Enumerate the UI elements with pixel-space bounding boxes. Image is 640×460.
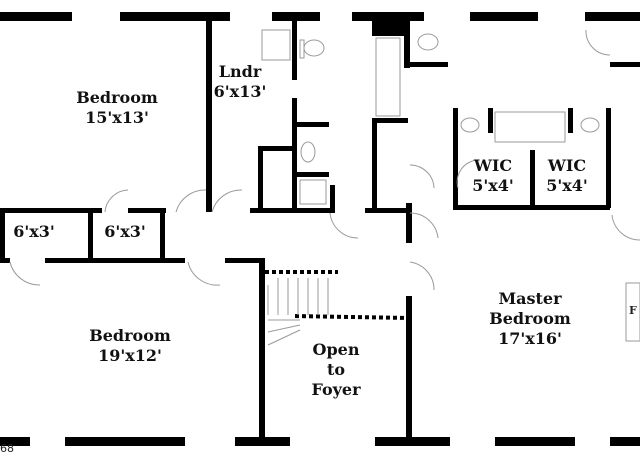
room-name-line: Open (312, 340, 360, 359)
fixtures (261, 29, 640, 342)
room-size: 5'x4' (472, 176, 514, 195)
door-swings (9, 29, 640, 291)
railings (265, 270, 409, 320)
stairs (267, 278, 329, 346)
room-size: 17'x16' (498, 329, 562, 348)
room-label-bedroom-2: Bedroom 19'x12' (60, 326, 200, 366)
room-label-bedroom-1: Bedroom 15'x13' (52, 88, 182, 128)
room-name: Bedroom (89, 326, 171, 345)
edge-text-right: F (629, 304, 637, 317)
room-name-line: Master (498, 289, 562, 308)
room-label-open-foyer: Open to Foyer (296, 340, 376, 400)
room-size: 5'x4' (546, 176, 588, 195)
room-label-master-bedroom: Master Bedroom 17'x16' (474, 289, 586, 349)
room-size: 6'x3' (104, 222, 146, 241)
exterior-walls (0, 12, 640, 446)
room-size: 6'x3' (13, 222, 55, 241)
room-name: Bedroom (76, 88, 158, 107)
interior-walls (0, 20, 640, 438)
room-label-laundry: Lndr 6'x13' (208, 62, 272, 102)
room-name-line: to (326, 360, 346, 379)
room-label-closet-1: 6'x3' (6, 222, 62, 242)
room-name-line: Bedroom (489, 309, 571, 328)
room-size: 19'x12' (98, 346, 162, 365)
room-label-closet-2: 6'x3' (96, 222, 154, 242)
room-size: 15'x13' (85, 108, 149, 127)
room-name: WIC (473, 156, 513, 175)
room-label-wic-2: WIC 5'x4' (536, 156, 598, 196)
edge-text-left: 68 (0, 442, 14, 455)
room-label-wic-1: WIC 5'x4' (462, 156, 524, 196)
room-name: WIC (547, 156, 587, 175)
room-name-line: Foyer (311, 380, 361, 399)
room-name: Lndr (218, 62, 262, 81)
room-size: 6'x13' (213, 82, 267, 101)
